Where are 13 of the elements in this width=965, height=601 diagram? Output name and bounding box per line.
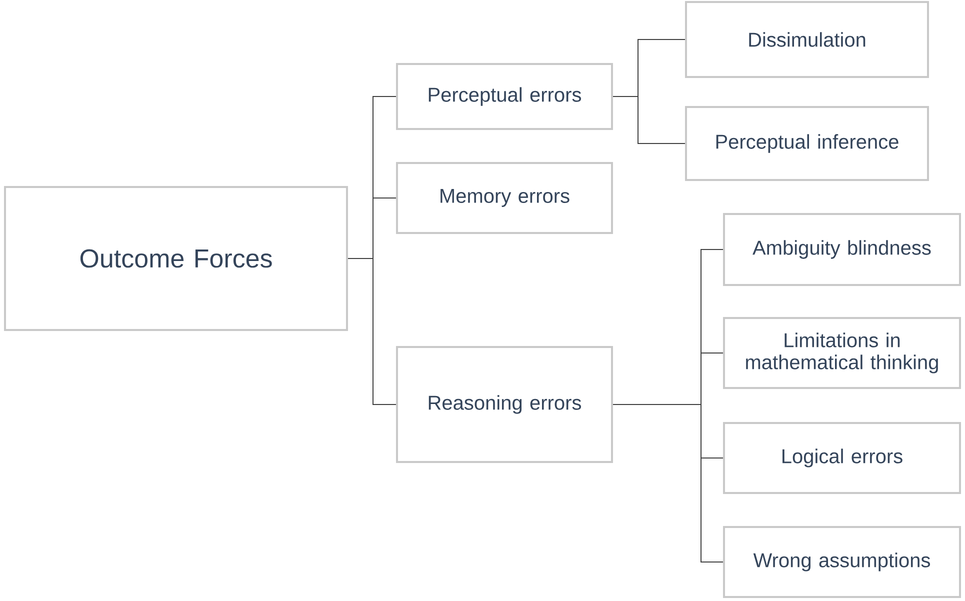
subcategory-box: Limitations in mathematical thinking — [723, 316, 961, 389]
category-box: Memory errors — [396, 162, 613, 234]
category-box: Perceptual errors — [396, 63, 613, 130]
category-box: Reasoning errors — [396, 346, 613, 463]
subcategory-box: Perceptual inference — [685, 106, 929, 181]
root-box: Outcome Forces — [4, 186, 348, 331]
connector-line — [612, 96, 686, 144]
subcategory-box: Dissimulation — [685, 1, 929, 78]
subcategory-box: Ambiguity blindness — [723, 212, 961, 286]
subcategory-box: Wrong assumptions — [723, 526, 961, 598]
connector-line — [612, 404, 724, 562]
connector-line — [348, 258, 396, 405]
subcategory-box: Logical errors — [723, 422, 961, 494]
